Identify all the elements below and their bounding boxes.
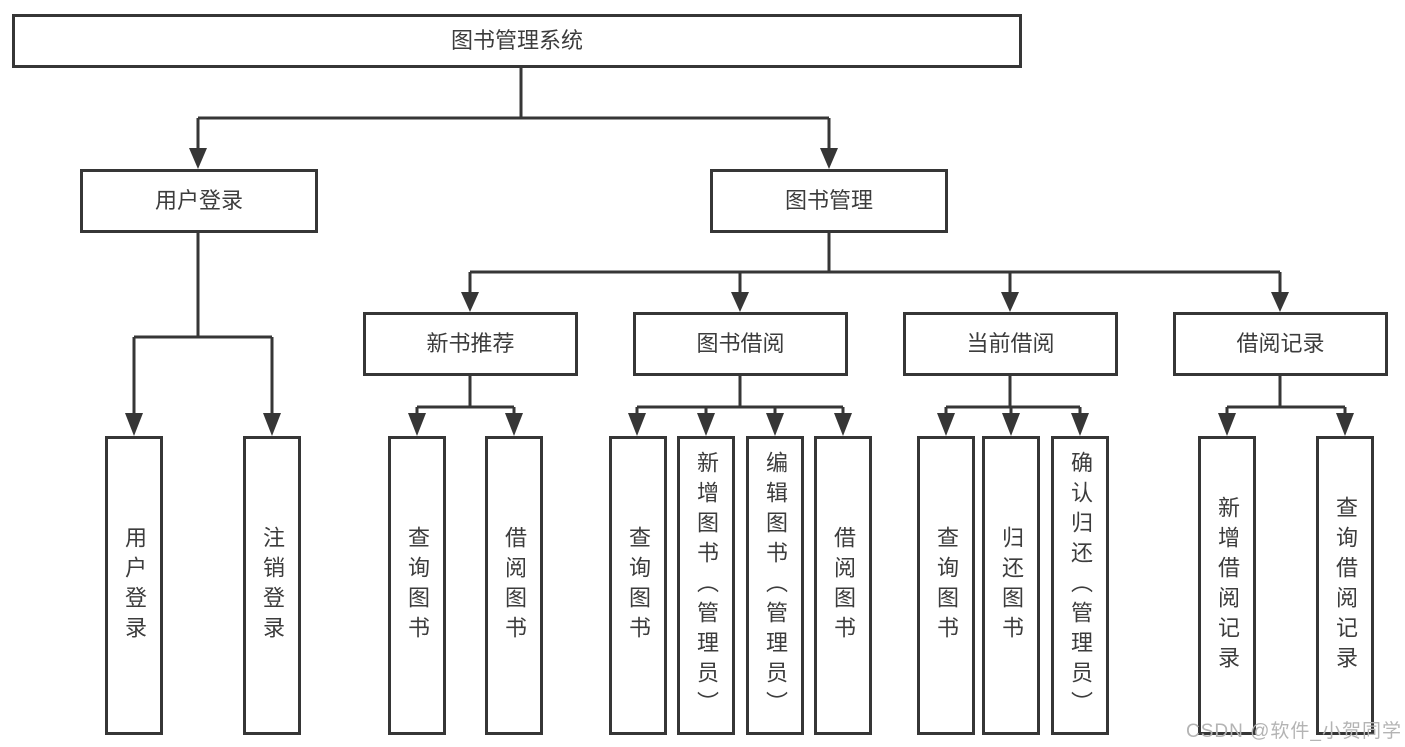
leaf-user-login: 用户登录 [105, 436, 163, 735]
leaf-confirm-return-admin: 确认归还（管理员） [1051, 436, 1109, 735]
leaf-borrow-book-recommend: 借阅图书 [485, 436, 543, 735]
node-book-management: 图书管理 [710, 169, 948, 233]
csdn-watermark: CSDN @软件_小贺同学 [1186, 721, 1402, 742]
node-label: 图书管理 [784, 188, 873, 213]
node-new-book-recommend: 新书推荐 [363, 312, 578, 376]
leaf-logout: 注销登录 [243, 436, 301, 735]
leaf-label: 查询图书 [405, 525, 430, 646]
leaf-query-borrow-record: 查询借阅记录 [1316, 436, 1374, 735]
leaf-edit-book-admin: 编辑图书（管理员） [746, 436, 804, 735]
leaf-label: 新增图书（管理员） [694, 450, 719, 721]
connector-current-branch [937, 376, 1089, 436]
leaf-query-book-current: 查询图书 [917, 436, 975, 735]
leaf-label: 新增借阅记录 [1215, 495, 1240, 676]
leaf-label: 编辑图书（管理员） [763, 450, 788, 721]
connector-borrow-branch [628, 376, 852, 436]
connector-root-split [189, 65, 838, 169]
leaf-query-book-recommend: 查询图书 [388, 436, 446, 735]
leaf-label: 借阅图书 [831, 525, 856, 646]
node-label: 新书推荐 [426, 331, 515, 356]
leaf-label: 用户登录 [122, 525, 147, 646]
leaf-borrow-book: 借阅图书 [814, 436, 872, 735]
node-label: 借阅记录 [1236, 331, 1325, 356]
leaf-label: 查询图书 [626, 525, 651, 646]
leaf-query-book-borrow: 查询图书 [609, 436, 667, 735]
node-book-borrow: 图书借阅 [633, 312, 848, 376]
node-current-borrow: 当前借阅 [903, 312, 1118, 376]
node-library-system: 图书管理系统 [12, 14, 1022, 68]
node-user-login: 用户登录 [80, 169, 318, 233]
leaf-return-book: 归还图书 [982, 436, 1040, 735]
leaf-label: 归还图书 [999, 525, 1024, 646]
leaf-label: 注销登录 [260, 525, 285, 646]
node-label: 图书管理系统 [450, 28, 583, 53]
leaf-add-borrow-record: 新增借阅记录 [1198, 436, 1256, 735]
leaf-label: 确认归还（管理员） [1068, 450, 1093, 721]
leaf-label: 查询图书 [934, 525, 959, 646]
node-borrow-records: 借阅记录 [1173, 312, 1388, 376]
connector-book-branch [461, 233, 1289, 312]
connector-records-branch [1218, 376, 1354, 436]
node-label: 当前借阅 [966, 331, 1055, 356]
leaf-add-book-admin: 新增图书（管理员） [677, 436, 735, 735]
leaf-label: 查询借阅记录 [1333, 495, 1358, 676]
leaf-label: 借阅图书 [502, 525, 527, 646]
connector-user-branch [125, 233, 281, 436]
node-label: 用户登录 [154, 188, 243, 213]
node-label: 图书借阅 [696, 331, 785, 356]
connector-recommend-branch [408, 376, 523, 436]
